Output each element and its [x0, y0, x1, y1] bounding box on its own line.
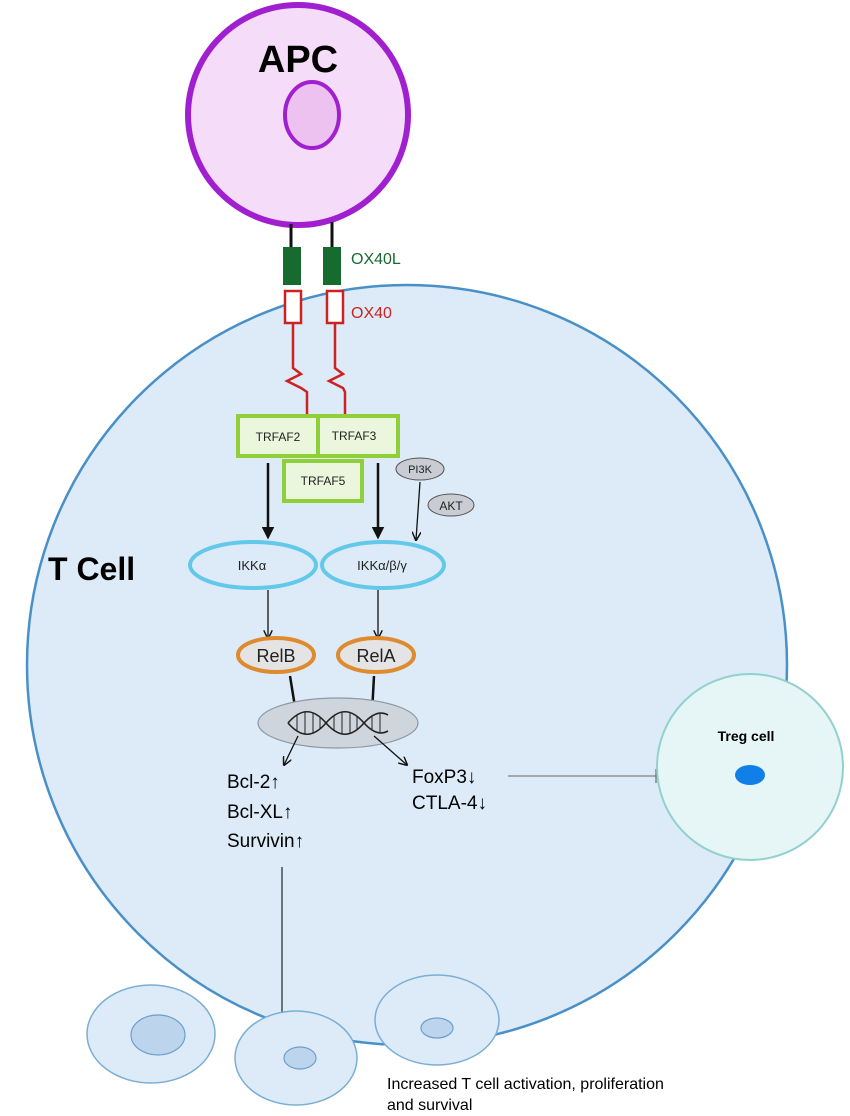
pi3k-label: PI3K: [408, 464, 433, 476]
arrow-dna-to-treg-genes: [373, 735, 407, 765]
t-cell-label: T Cell: [48, 551, 135, 587]
apc-label: APC: [258, 39, 338, 81]
dna-nucleus: [257, 697, 419, 749]
ox40-tail-right: [326, 323, 347, 414]
ox40-label: OX40: [351, 305, 392, 322]
ox40l-block-right: [323, 247, 341, 285]
daughter-t-cell-3: [374, 974, 500, 1066]
trfaf5-box: [282, 459, 364, 503]
target-foxp3: FoxP3↓: [412, 767, 476, 788]
akt-label: AKT: [439, 499, 463, 513]
rela-label: RelA: [356, 646, 395, 666]
outcome-caption-line1: Increased T cell activation, proliferati…: [387, 1076, 664, 1093]
daughter-nucleus-3: [420, 1017, 454, 1039]
target-ctla4: CTLA-4↓: [412, 793, 487, 814]
ox40-block-right: [325, 289, 345, 325]
trfaf3-box: [316, 414, 400, 458]
target-bcl2: Bcl-2↑: [227, 772, 280, 793]
trfaf2-label: TRFAF2: [256, 430, 301, 444]
ox40-tail-left: [284, 323, 309, 414]
trfaf5-label: TRFAF5: [301, 474, 346, 488]
target-bclxl: Bcl-XL↑: [227, 802, 292, 823]
relb-label: RelB: [256, 646, 295, 666]
outcome-caption-line2: and survival: [387, 1097, 472, 1114]
treg-label: Treg cell: [718, 728, 775, 744]
dna-helix-icon: [287, 710, 389, 736]
pi3k-node: [395, 457, 445, 481]
arrow-dna-to-survival-genes: [284, 735, 299, 765]
daughter-nucleus-1: [130, 1014, 186, 1056]
trfaf3-label: TRFAF3: [332, 429, 377, 443]
treg-nucleus: [735, 765, 765, 785]
ox40l-label: OX40L: [351, 251, 401, 268]
ikk-complex-label: IKKα/β/γ: [357, 558, 407, 573]
daughter-nucleus-2: [283, 1046, 317, 1070]
ikk-complex-node: [320, 540, 446, 590]
relb-node: [236, 636, 316, 674]
arrow-pi3k-to-ikkabg: [416, 481, 420, 540]
ox40l-block-left: [283, 247, 301, 285]
daughter-t-cell-2: [234, 1010, 358, 1106]
akt-node: [427, 493, 475, 517]
apc-nucleus: [283, 80, 341, 150]
ox40-block-left: [283, 289, 303, 325]
target-survivin: Survivin↑: [227, 831, 304, 852]
rela-node: [336, 636, 416, 674]
ikk-alpha-node: [188, 540, 318, 590]
daughter-t-cell-1: [86, 984, 216, 1084]
ikk-alpha-label: IKKα: [238, 558, 267, 573]
